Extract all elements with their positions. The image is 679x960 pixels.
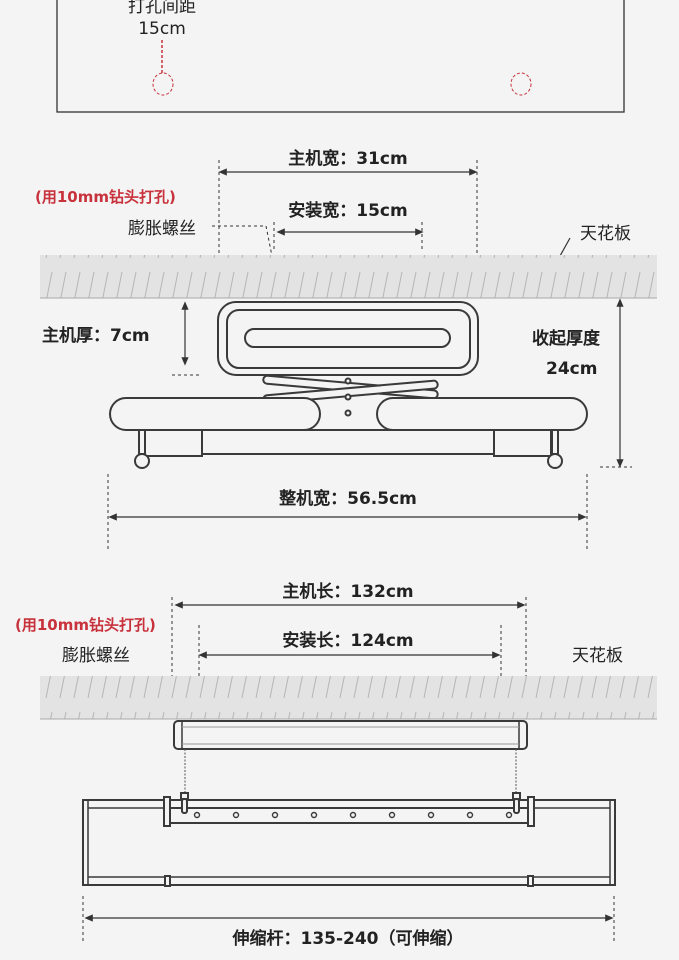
host-unit-side [82,720,616,887]
folded-thickness-value: 24cm [546,359,597,379]
folded-thickness-label: 收起厚度 [532,328,601,349]
install-width-label: 安装宽：15cm [288,200,407,221]
hole-spacing-value: 15cm [138,19,186,39]
rack-hole [388,811,396,819]
drill-hole-left [152,72,174,96]
expansion-screw-label-side: 膨胀螺丝 [62,646,130,666]
host-length-label: 主机长：132cm [282,581,413,602]
hole-spacing-label: 打孔间距 [128,0,196,17]
rack-hole [310,811,318,819]
drill-note: (用10mm钻头打孔) [35,188,176,206]
front-view: 主机宽：31cm (用10mm钻头打孔) 膨胀螺丝 安装宽：15cm 天花板 [35,148,657,549]
rack-hole [427,811,435,819]
expansion-screw-label: 膨胀螺丝 [128,219,196,239]
drilling-template-panel: 打孔间距 15cm [56,0,625,113]
install-length-label: 安装长：124cm [282,630,413,651]
rack-hole [466,811,474,819]
drill-hole-right [510,72,532,96]
telescopic-rod-label: 伸缩杆：135-240（可伸缩） [231,928,463,949]
host-unit-front [109,301,588,469]
host-width-label: 主机宽：31cm [288,148,407,169]
ceiling-label: 天花板 [580,224,631,244]
rack-hole [232,811,240,819]
rack-hole [193,811,201,819]
drill-note-side: (用10mm钻头打孔) [15,616,156,634]
total-width-label: 整机宽：56.5cm [279,488,417,509]
rack-hole [271,811,279,819]
ceiling-label-side: 天花板 [572,646,623,666]
rack-hole [505,811,513,819]
rack-hole [349,811,357,819]
host-thickness-label: 主机厚：7cm [42,325,150,346]
side-view: 主机长：132cm (用10mm钻头打孔) 安装长：124cm 膨胀螺丝 天花板 [15,581,657,949]
